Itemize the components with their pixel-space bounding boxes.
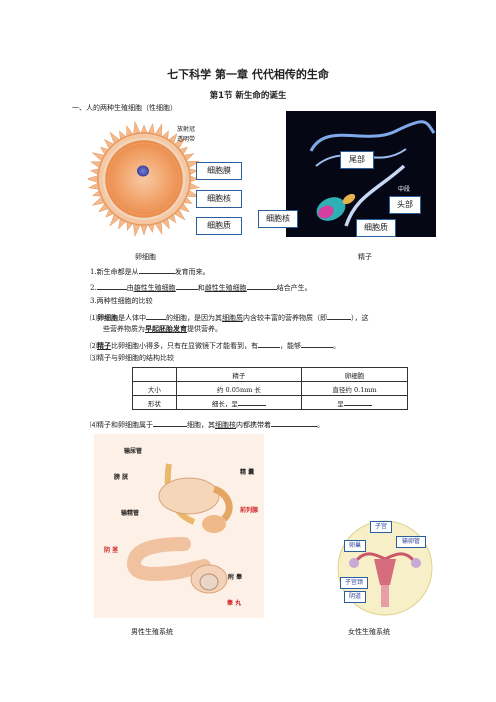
female-label-cervix: 子宫颈	[340, 577, 368, 589]
table-cell: 细长，呈	[175, 395, 303, 410]
question-3-4: ⑷精子和卵细胞属于细胞，其细胞核内都携带着。	[90, 418, 324, 430]
sperm-label-tail: 尾部	[340, 151, 374, 169]
question-3-1b: 些营养物质为早起胚胎发育提供营养。	[103, 324, 222, 333]
question-3: 3.两种性细胞的比较	[90, 297, 153, 305]
male-label-penis: 阴 茎	[104, 547, 119, 554]
male-label-sperm-duct: 输精管	[121, 510, 140, 517]
table-cell: 大小	[132, 381, 177, 396]
question-3-1: ⑴卵细胞是人体中的细胞，是因为其细胞质内含较丰富的营养物质（即），这	[90, 313, 369, 322]
egg-label-cytoplasm: 细胞质	[196, 217, 242, 235]
female-label-uterus: 子宫	[370, 521, 392, 533]
male-label-epididymis: 附 睾	[228, 574, 243, 581]
caption-egg: 卵细胞	[135, 253, 156, 261]
sperm-label-head: 头部	[389, 196, 421, 214]
caption-sperm: 精子	[358, 253, 372, 261]
male-system-figure	[94, 434, 264, 618]
female-label-ovary: 卵巢	[344, 540, 366, 552]
table-cell: 直径约 0.1mm	[301, 381, 408, 396]
table-header-row: 精子 卵细胞	[132, 367, 408, 382]
section-title: 第1节 新生命的诞生	[209, 91, 287, 101]
male-label-vas: 输尿管	[124, 448, 143, 455]
question-2: 2.由雄性生殖细胞和雌性生殖细胞结合产生。	[90, 281, 312, 293]
table-cell: 卵细胞	[301, 367, 408, 382]
table-row: 大小 约 0.05mm 长 直径约 0.1mm	[132, 381, 408, 396]
table-row: 形状 细长，呈 呈	[132, 395, 408, 410]
table-cell: 约 0.05mm 长	[175, 381, 303, 396]
sperm-label-cytoplasm: 细胞质	[356, 219, 396, 237]
table-cell: 呈	[301, 395, 408, 410]
male-label-prostate: 前列腺	[240, 507, 259, 514]
egg-cell-figure	[88, 120, 201, 238]
question-3-2: ⑵精子比卵细胞小得多，只有在显微镜下才能看到，有，能够。	[90, 341, 340, 350]
table-cell	[132, 367, 177, 382]
female-label-tube: 输卵管	[396, 536, 426, 548]
sperm-label-mid: 中段	[398, 186, 411, 193]
caption-female: 女性生殖系统	[348, 628, 390, 636]
question-3-3: ⑶精子与卵细胞的结构比较	[90, 354, 174, 362]
label-corona: 放射冠	[177, 126, 196, 133]
egg-label-membrane: 细胞膜	[196, 162, 242, 180]
comparison-table: 精子 卵细胞 大小 约 0.05mm 长 直径约 0.1mm 形状 细长，呈 呈	[132, 367, 408, 410]
part-heading: 一、人的两种生殖细胞（性细胞）	[72, 104, 177, 112]
label-zona: 透明带	[177, 136, 196, 143]
female-label-vagina: 阴道	[344, 591, 366, 603]
table-cell: 形状	[132, 395, 177, 410]
sperm-figure	[286, 111, 436, 237]
egg-label-nucleus: 细胞核	[196, 190, 242, 208]
male-label-seminal: 精 囊	[240, 469, 255, 476]
sperm-label-nucleus: 细胞核	[258, 210, 298, 228]
page-title: 七下科学 第一章 代代相传的生命	[167, 68, 329, 81]
male-label-bladder: 膀 胱	[114, 474, 129, 481]
caption-male: 男性生殖系统	[131, 628, 173, 636]
male-label-testis: 睾 丸	[227, 600, 242, 607]
table-cell: 精子	[175, 367, 303, 382]
question-1: 1.新生命都是从发育而来。	[90, 265, 210, 277]
